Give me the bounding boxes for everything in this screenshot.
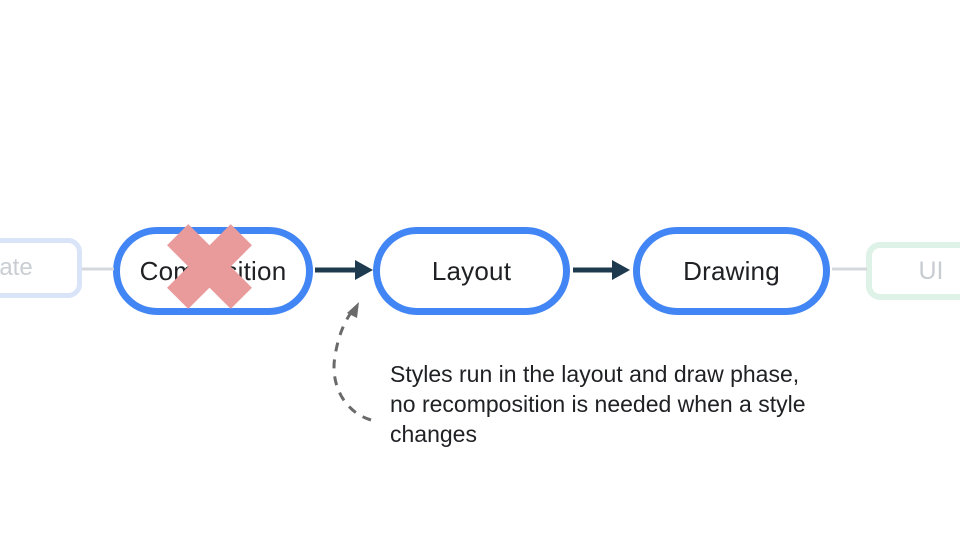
arrow-right-icon [573,260,630,280]
node-layout: Layout [373,227,570,315]
dashed-arrow-curve [332,305,372,422]
dashed-curved-arrow-icon [332,302,372,422]
annotation-line: Styles run in the layout and draw phase, [390,361,800,387]
node-layout-label: Layout [431,255,512,286]
dashed-arrow-head [347,302,359,318]
node-ui: UI [866,242,960,300]
arrow-head [355,260,373,280]
annotation-line: no recomposition is needed when a style [390,391,806,417]
arrow-right-icon [315,260,373,280]
annotation-line: changes [390,421,477,447]
node-drawing-label: Drawing [683,255,780,286]
node-state: ate [0,238,82,298]
node-ui-label: UI [918,256,944,285]
node-composition-label: Composition [139,255,287,286]
node-state-label: ate [0,254,33,281]
arrow-head [612,260,630,280]
node-drawing: Drawing [633,227,830,315]
node-composition: Composition [113,227,313,315]
annotation-text: Styles run in the layout and draw phase,… [390,359,850,449]
